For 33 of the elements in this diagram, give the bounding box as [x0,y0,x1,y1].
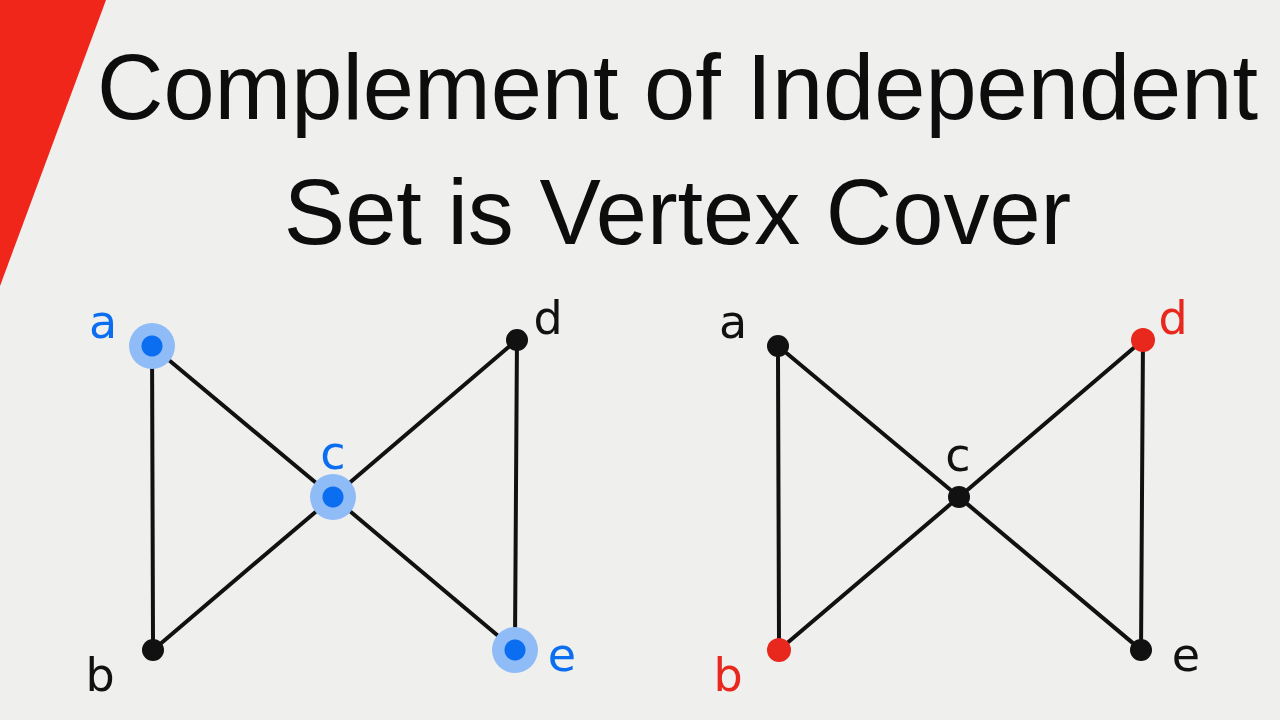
vertex-label: c [320,430,346,476]
vertex-label: b [85,652,115,698]
vertex-dot [142,639,164,661]
edge-line [965,345,1136,492]
title: Complement of Independent Set is Vertex Cover [96,35,1259,265]
edge-line [150,367,155,641]
vertex-label: a [88,299,118,345]
vertex-label: e [547,632,577,678]
vertex-label: d [533,295,563,341]
edge-line [776,355,781,640]
vertex-label: b [713,652,743,698]
edge-line [786,502,953,645]
vertex-label: c [945,432,971,478]
edge-line [1139,350,1145,641]
edge-line [348,509,500,638]
highlighted-vertex-dot [492,627,538,673]
vertex-dot [767,335,789,357]
vertex-dot [506,329,528,351]
edge-line [167,358,318,485]
edge-line [965,502,1135,645]
edge-line [513,349,519,629]
vertex-dot [1130,639,1152,661]
highlighted-vertex-dot [1131,328,1155,352]
vertex-label: d [1158,295,1188,341]
edge-line [784,351,953,492]
highlighted-vertex-dot [310,474,356,520]
highlighted-vertex-dot [129,323,175,369]
vertex-label: a [718,299,748,345]
edge-line [159,509,318,645]
highlighted-vertex-dot [767,638,791,662]
vertex-dot [948,486,970,508]
vertex-label: e [1171,632,1201,678]
edge-line [348,345,511,485]
